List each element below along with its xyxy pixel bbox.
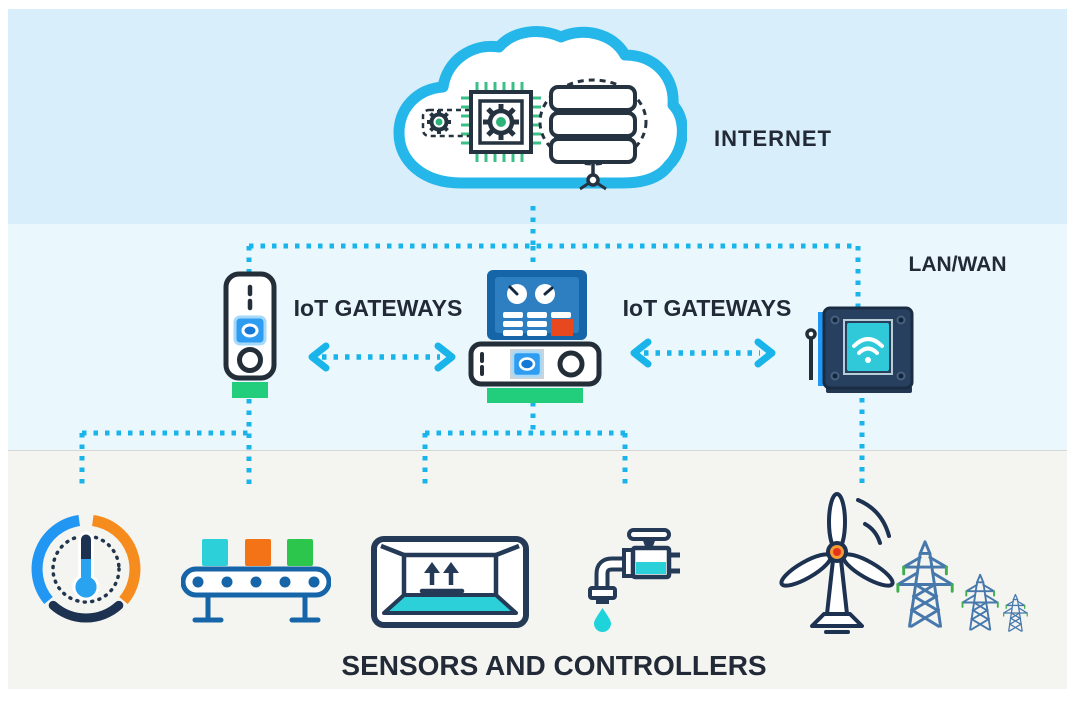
hmi-monitor [487, 270, 587, 340]
belt-legs [192, 592, 321, 623]
antenna-icon [805, 328, 817, 380]
gauge-arc-blue [31, 515, 81, 605]
arrowhead-left-icon [308, 342, 330, 372]
gateway-arrow-right [630, 338, 776, 368]
gauge-arc-orange [91, 515, 141, 605]
temperature-gauge [31, 515, 141, 623]
tower-medium [961, 573, 999, 631]
gateway-arrow-left [308, 342, 456, 372]
motion-arcs [856, 498, 891, 545]
server-stack-icon [538, 78, 648, 191]
spout-tip [596, 600, 609, 604]
tower-small [1003, 593, 1028, 632]
box-orange [245, 539, 271, 566]
vertical-controller-gateway [223, 271, 277, 398]
gear-icon [483, 104, 519, 140]
chip-icon [233, 315, 267, 346]
iot-gateways-label-right: IoT GATEWAYS [622, 295, 792, 321]
thermometer-icon [72, 531, 100, 601]
turbine-hub [826, 541, 848, 563]
tower-large [896, 540, 954, 628]
gateway-base [487, 388, 583, 403]
sensors-controllers-label: SENSORS AND CONTROLLERS [341, 650, 767, 681]
container-walls [380, 543, 520, 595]
gauge-ring-bottom [48, 600, 124, 623]
sensor-zone [8, 450, 1067, 689]
data-grid [503, 312, 571, 336]
arrowhead-right-icon [434, 342, 456, 372]
water-drop-icon [594, 608, 611, 632]
box-green [287, 539, 313, 566]
alert-cell [551, 319, 573, 336]
corner-screws [830, 315, 906, 381]
lan-wan-label: LAN/WAN [908, 253, 1007, 276]
container-floor [382, 593, 518, 615]
pipe-elbow [594, 556, 626, 588]
hmi-panel-gateway [468, 270, 602, 403]
transmission-towers [896, 540, 1028, 632]
belt-rollers [192, 576, 320, 588]
turbine-tower [825, 558, 849, 616]
wind-turbine [779, 492, 895, 634]
chip-icon [510, 349, 544, 379]
gauge-tick-circle [51, 534, 121, 604]
arrowhead-right-icon [754, 338, 776, 368]
port-circle [237, 347, 263, 373]
wifi-icon [852, 337, 884, 363]
port-circle [557, 350, 585, 378]
valve-body [630, 545, 672, 580]
iot-gateways-label-left: IoT GATEWAYS [293, 295, 463, 321]
wifi-module-gateway [805, 306, 914, 393]
gateway-unit [468, 341, 602, 387]
arrowhead-left-icon [630, 338, 652, 368]
box-cyan [202, 539, 228, 566]
small-gear-icon [427, 110, 451, 134]
water-valve [588, 528, 680, 632]
internet-label: INTERNET [714, 126, 832, 151]
turbine-base [810, 612, 864, 628]
gateway-base [232, 382, 268, 398]
conveyor-belt [181, 539, 331, 623]
spout-collar [588, 586, 617, 600]
internet-cloud [393, 26, 687, 191]
this-way-up-icon [419, 562, 465, 594]
storage-container [371, 536, 529, 628]
processor-gears-icon [421, 82, 541, 162]
turbine-blades [779, 492, 895, 588]
